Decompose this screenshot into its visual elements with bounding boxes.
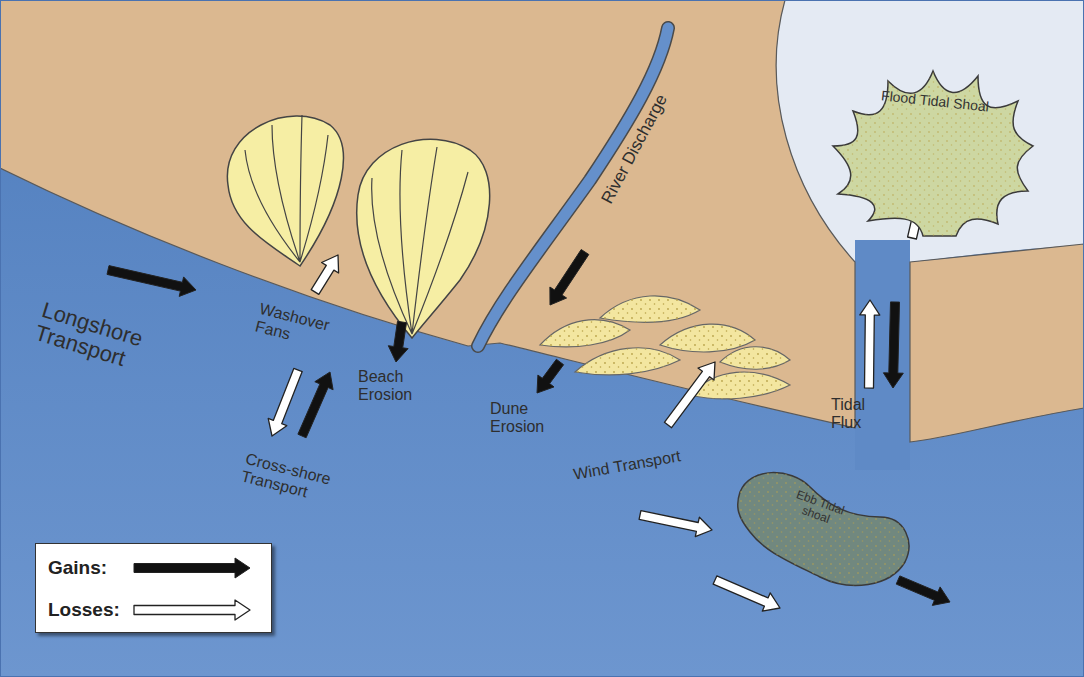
shoal-texture <box>738 473 909 586</box>
legend-arrow <box>128 595 258 625</box>
process-label: Tidal Flux <box>831 396 883 431</box>
washover-fan <box>357 139 490 338</box>
legend-arrow <box>128 553 258 583</box>
loss-arrow <box>268 368 302 436</box>
mainland <box>0 0 855 428</box>
process-label: Dune Erosion <box>490 400 580 435</box>
loss-arrow <box>860 300 880 388</box>
barrier-island <box>910 244 1084 442</box>
gain-arrow <box>896 576 950 606</box>
shoal-outline <box>730 462 915 594</box>
loss-arrow <box>639 511 712 537</box>
legend-row: Losses: <box>48 592 271 628</box>
shoal-shape <box>738 473 909 586</box>
ebb-tidal-shoal: Ebb Tidal shoal <box>730 462 915 594</box>
legend-text: Gains: <box>48 557 128 579</box>
flood-tidal-shoal: Flood Tidal Shoal <box>828 66 1038 241</box>
legend-row: Gains: <box>48 550 271 586</box>
loss-arrow <box>664 362 715 428</box>
gain-arrow <box>134 558 250 578</box>
gain-arrow <box>537 359 564 393</box>
gain-arrow <box>298 372 333 438</box>
gain-arrow <box>883 302 903 388</box>
dunes <box>540 296 790 399</box>
shoal-shape <box>833 71 1033 236</box>
gain-arrow <box>550 250 589 306</box>
gain-arrow <box>388 321 408 362</box>
loss-arrow <box>134 600 250 620</box>
washover-fan <box>227 115 343 266</box>
legend-text: Losses: <box>48 599 128 621</box>
shoal-texture <box>833 71 1033 236</box>
loss-arrow <box>311 255 338 294</box>
legend-box: Gains: Losses: <box>35 543 272 633</box>
shoal-outline <box>828 66 1038 241</box>
gain-arrow <box>107 266 196 297</box>
process-label: Beach Erosion <box>358 368 448 403</box>
inlet-channel <box>855 240 910 470</box>
loss-arrow <box>713 576 780 611</box>
